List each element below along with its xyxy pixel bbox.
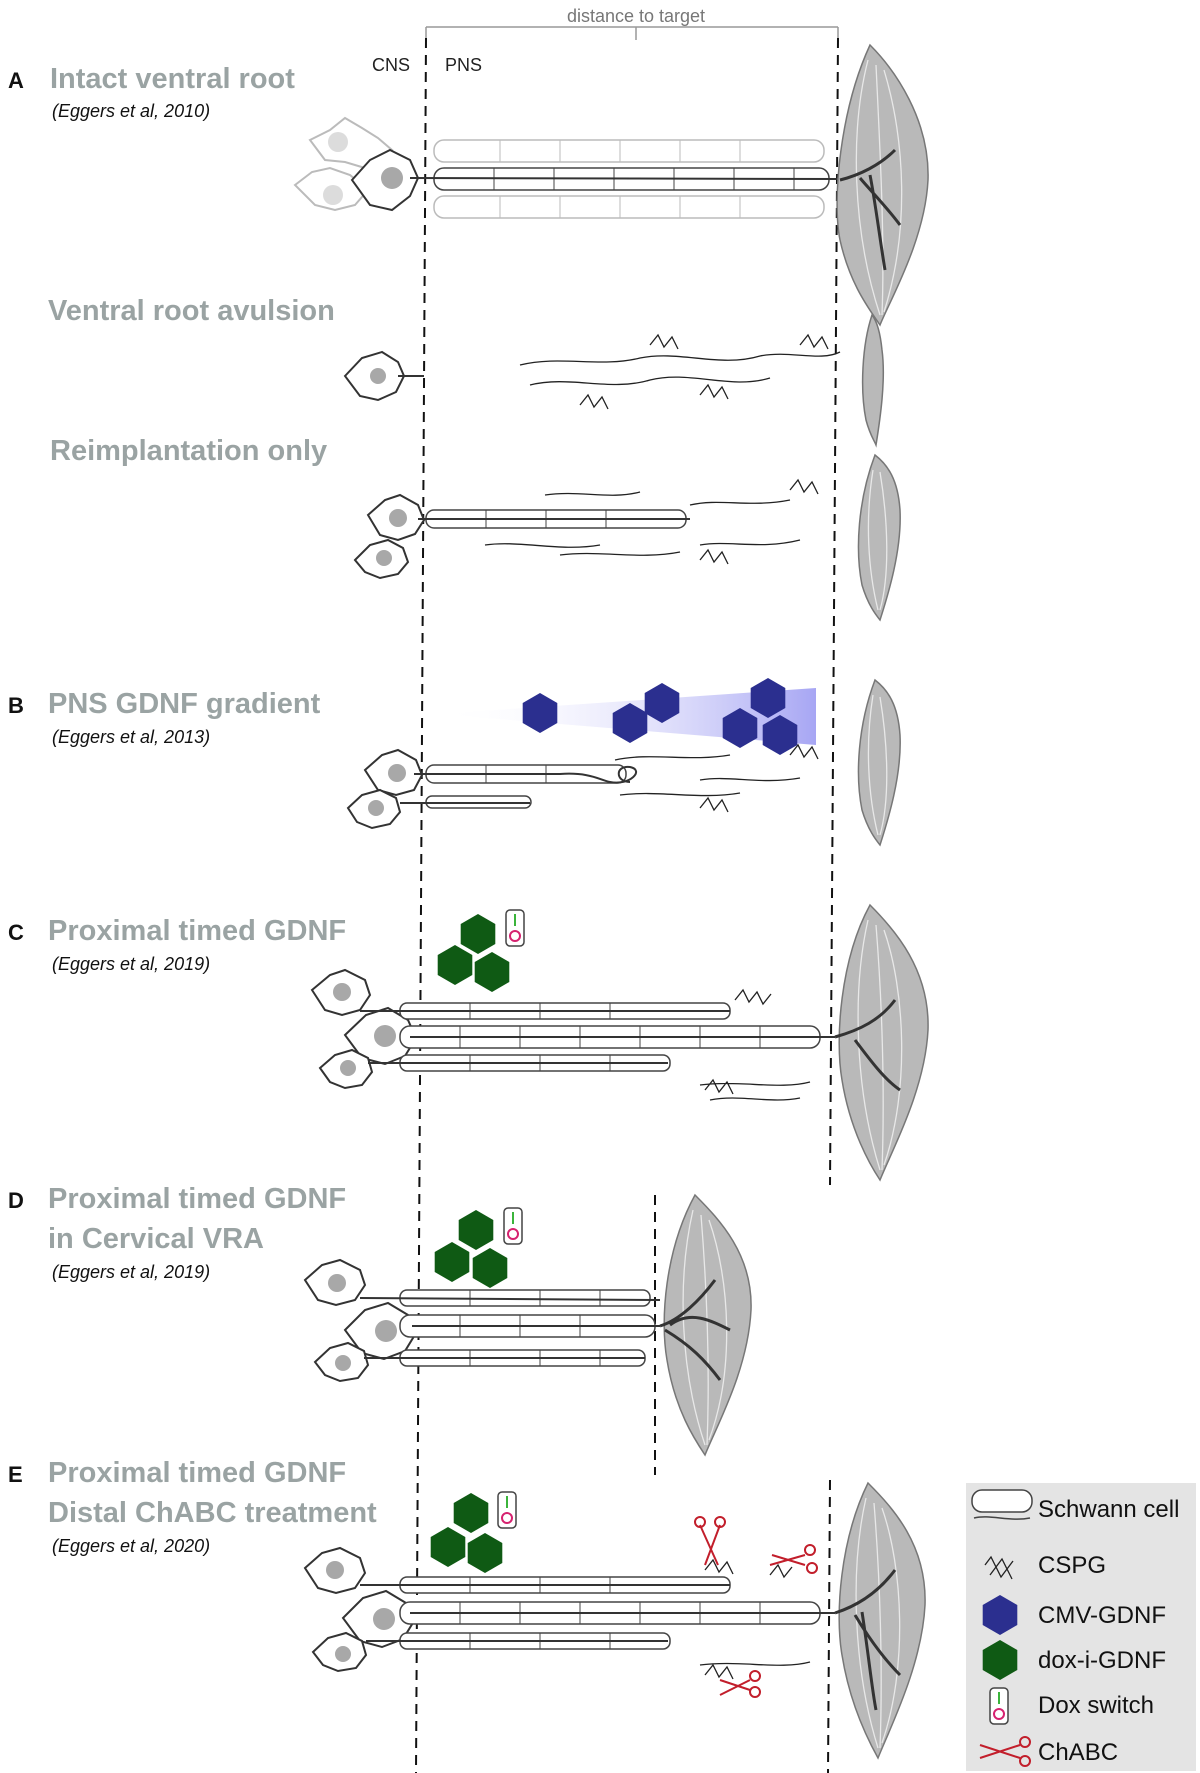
schwann-row xyxy=(425,764,627,809)
target-boundary-line-lower xyxy=(827,1479,831,1773)
panel-letter: C xyxy=(8,920,24,945)
dox-i-gdnf-hexagon-icon xyxy=(472,1248,508,1288)
axon xyxy=(359,1297,661,1301)
schwann-row xyxy=(399,1289,656,1367)
distance-label: distance to target xyxy=(567,6,705,26)
cspg-cluster xyxy=(484,478,819,565)
panel-title: Proximal timed GDNF xyxy=(48,915,346,947)
muscle-atrophied-icon xyxy=(861,313,885,448)
neuron-icon xyxy=(346,748,424,830)
panel-reimplantation: Reimplantation only xyxy=(50,435,901,622)
cspg-cluster xyxy=(519,333,841,410)
cns-label: CNS xyxy=(372,55,410,75)
neuron-icon xyxy=(303,1258,418,1383)
panel-c-proximal-gdnf: C Proximal timed GDNF (Eggers et al, 201… xyxy=(8,903,929,1182)
panel-letter: B xyxy=(8,693,24,718)
muscle-icon xyxy=(857,678,901,847)
pns-label: PNS xyxy=(445,55,482,75)
panel-title: Intact ventral root xyxy=(50,63,295,95)
legend-label: CSPG xyxy=(1038,1552,1106,1579)
muscle-icon xyxy=(834,903,929,1182)
neuron-icon xyxy=(310,968,418,1090)
target-boundary-line-upper xyxy=(829,37,839,1186)
panel-title: Reimplantation only xyxy=(50,435,327,467)
legend-label: CMV-GDNF xyxy=(1038,1602,1166,1629)
axon-coiled xyxy=(414,765,638,784)
panel-d-cervical-vra: D Proximal timed GDNF in Cervical VRA (E… xyxy=(8,1183,752,1457)
dox-i-gdnf-hexagon-icon xyxy=(434,1242,470,1282)
panel-citation: (Eggers et al, 2019) xyxy=(52,1262,210,1282)
neuron-icon xyxy=(353,493,426,580)
dox-switch-icon xyxy=(503,1207,523,1245)
neuron-icon xyxy=(303,1546,416,1673)
panel-title-line-1: Proximal timed GDNF xyxy=(48,1457,346,1489)
dox-switch-icon xyxy=(505,909,525,947)
panel-letter: E xyxy=(8,1462,23,1487)
muscle-icon xyxy=(659,1193,752,1457)
dox-i-gdnf-hexagons xyxy=(430,1493,503,1573)
scissors-icon xyxy=(719,1670,761,1698)
dox-i-gdnf-hexagon-icon xyxy=(437,945,473,985)
cspg-icon xyxy=(984,1555,1014,1580)
panel-title-line-2: Distal ChABC treatment xyxy=(48,1497,377,1529)
distance-bracket: distance to target xyxy=(425,6,839,40)
neuron-icon xyxy=(343,350,424,402)
scissors-icon xyxy=(979,1736,1031,1767)
cspg-cluster xyxy=(614,743,819,813)
dox-switch-icon xyxy=(989,1687,1009,1725)
scissors-icon xyxy=(694,1516,726,1566)
dox-i-gdnf-hexagon-icon xyxy=(460,914,496,954)
panel-title-line-2: in Cervical VRA xyxy=(48,1223,264,1255)
panel-title: PNS GDNF gradient xyxy=(48,688,321,720)
dox-i-gdnf-hexagons xyxy=(437,914,510,992)
legend-label: dox-i-GDNF xyxy=(1038,1647,1166,1674)
dox-i-gdnf-hexagon-icon xyxy=(458,1210,494,1250)
axon xyxy=(409,177,841,180)
dox-i-gdnf-hexagons xyxy=(434,1210,508,1288)
panel-title: Ventral root avulsion xyxy=(48,295,335,327)
dox-i-gdnf-hexagon-icon xyxy=(430,1527,466,1567)
dox-i-gdnf-hexagon-icon xyxy=(474,952,510,992)
legend-label: Dox switch xyxy=(1038,1692,1154,1719)
dox-i-gdnf-hexagon-icon xyxy=(467,1533,503,1573)
panel-b-gdnf-gradient: B PNS GDNF gradient (Eggers et al, 2013) xyxy=(8,678,901,847)
dox-switch-icon xyxy=(497,1491,517,1529)
panel-citation: (Eggers et al, 2019) xyxy=(52,954,210,974)
panel-title-line-1: Proximal timed GDNF xyxy=(48,1183,346,1215)
panel-letter: A xyxy=(8,68,24,93)
panel-citation: (Eggers et al, 2020) xyxy=(52,1536,210,1556)
cspg-cluster xyxy=(699,1558,811,1680)
schwann-row-faded xyxy=(433,139,825,219)
scissors-icon xyxy=(769,1544,818,1574)
muscle-icon xyxy=(857,453,901,622)
panel-letter: D xyxy=(8,1188,24,1213)
dox-i-gdnf-hexagon-icon xyxy=(453,1493,489,1533)
panel-citation: (Eggers et al, 2013) xyxy=(52,727,210,747)
legend-label: Schwann cell xyxy=(1038,1496,1179,1523)
neuron-icon xyxy=(350,148,420,212)
muscle-icon xyxy=(834,1481,926,1760)
panel-citation: (Eggers et al, 2010) xyxy=(52,101,210,121)
cmv-gdnf-hexagon-icon xyxy=(522,693,558,733)
legend-label: ChABC xyxy=(1038,1739,1118,1766)
cns-pns-boundary-line xyxy=(415,37,427,1773)
panel-a-intact: A Intact ventral root (Eggers et al, 201… xyxy=(8,43,929,327)
panel-avulsion: Ventral root avulsion xyxy=(48,295,885,448)
cspg-cluster xyxy=(699,988,811,1101)
legend: Schwann cell CSPG CMV-GDNF dox-i-GDNF Do… xyxy=(966,1483,1196,1771)
muscle-icon xyxy=(836,43,929,327)
panel-e-chabc: E Proximal timed GDNF Distal ChABC treat… xyxy=(8,1457,926,1760)
schwann-cell-icon xyxy=(971,1489,1033,1520)
